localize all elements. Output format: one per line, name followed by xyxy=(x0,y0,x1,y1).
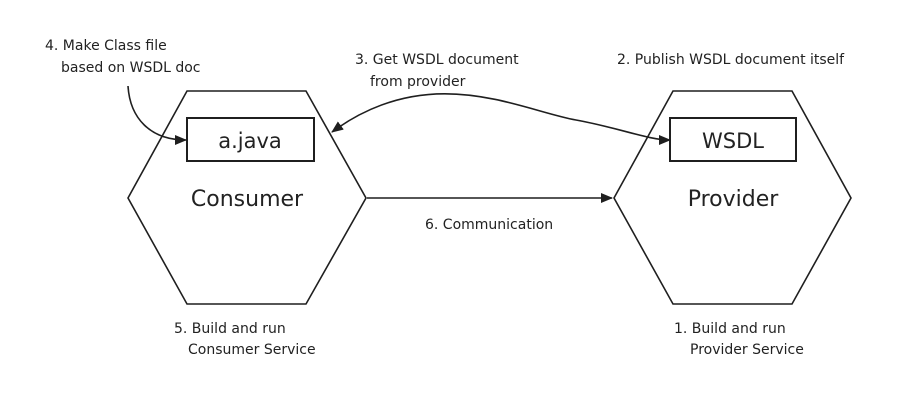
make-class-step-line1: 4. Make Class file xyxy=(45,38,167,54)
provider-wsdl-box xyxy=(669,117,797,162)
consumer-title: Consumer xyxy=(191,187,304,212)
consumer-class-label: a.java xyxy=(218,129,282,153)
consumer-caption-line1: 5. Build and run xyxy=(174,321,286,337)
make-class-arrow xyxy=(127,85,187,145)
publish-wsdl-step: 2. Publish WSDL document itself xyxy=(617,52,845,68)
consumer-hexagon xyxy=(127,90,367,305)
provider-hexagon xyxy=(613,90,852,305)
communication-step: 6. Communication xyxy=(425,217,553,233)
get-wsdl-step-line1: 3. Get WSDL document xyxy=(355,52,519,68)
provider-caption-line2: Provider Service xyxy=(690,342,804,358)
make-class-step-line2: based on WSDL doc xyxy=(61,60,201,76)
get-wsdl-step-line2: from provider xyxy=(370,74,466,90)
consumer-class-box xyxy=(186,117,315,162)
consumer-caption-line2: Consumer Service xyxy=(188,342,316,358)
wsdl-exchange-arrow xyxy=(331,93,671,145)
provider-title: Provider xyxy=(688,187,780,212)
provider-caption-line1: 1. Build and run xyxy=(674,321,786,337)
provider-wsdl-label: WSDL xyxy=(702,129,764,153)
